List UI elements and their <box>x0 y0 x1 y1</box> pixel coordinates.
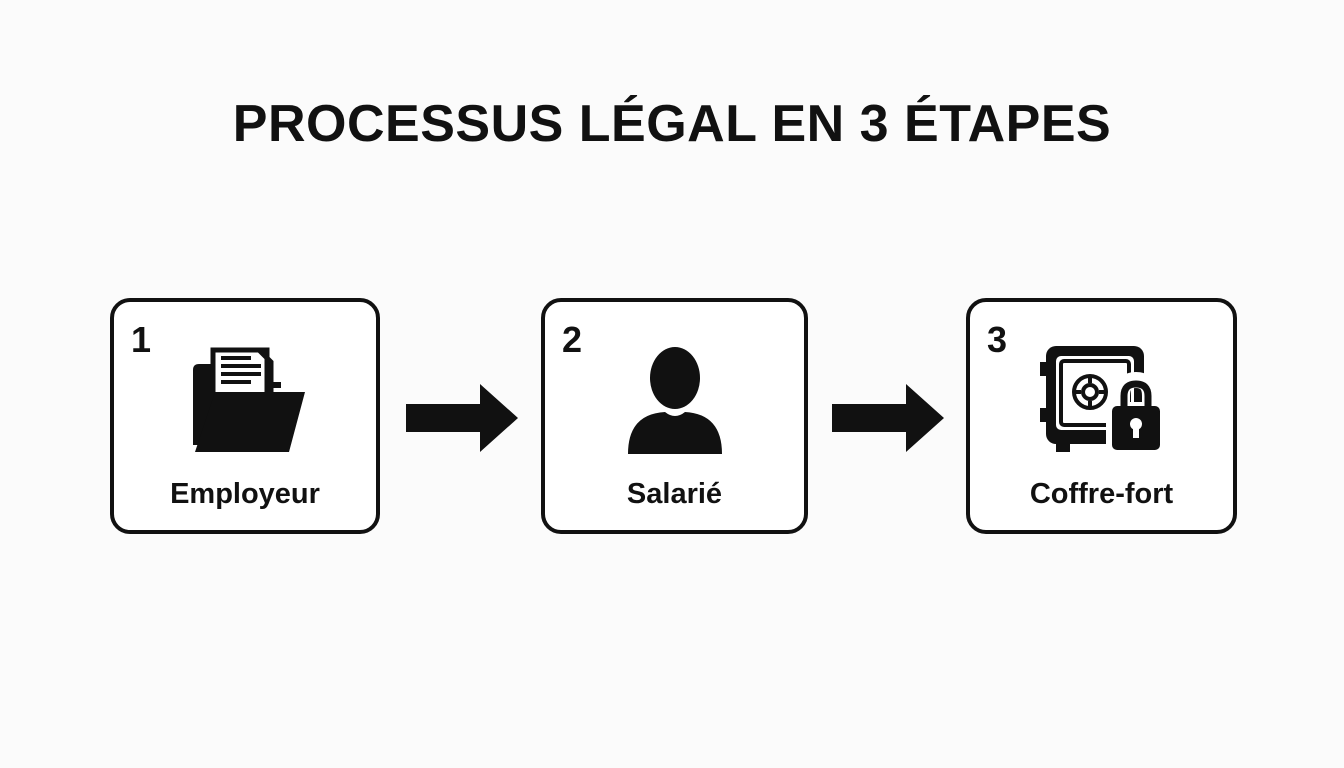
step-label: Employeur <box>170 478 320 510</box>
step-box-coffre-fort: 3 Coffre-fort <box>966 298 1237 534</box>
step-label: Coffre-fort <box>1029 478 1174 510</box>
arrow-right-icon <box>830 382 946 454</box>
step-label: Salarié <box>626 478 723 510</box>
page-title: PROCESSUS LÉGAL EN 3 ÉTAPES <box>232 95 1112 153</box>
step-box-salarie: 2 Salarié <box>541 298 808 534</box>
step-number: 2 <box>562 319 583 360</box>
safe-lock-icon <box>1034 340 1170 458</box>
step-number: 3 <box>987 319 1008 360</box>
folder-documents-icon <box>177 340 313 458</box>
person-icon <box>607 340 743 458</box>
step-number: 1 <box>131 319 152 360</box>
step-box-employeur: 1 Employeur <box>110 298 380 534</box>
arrow-right-icon <box>404 382 520 454</box>
